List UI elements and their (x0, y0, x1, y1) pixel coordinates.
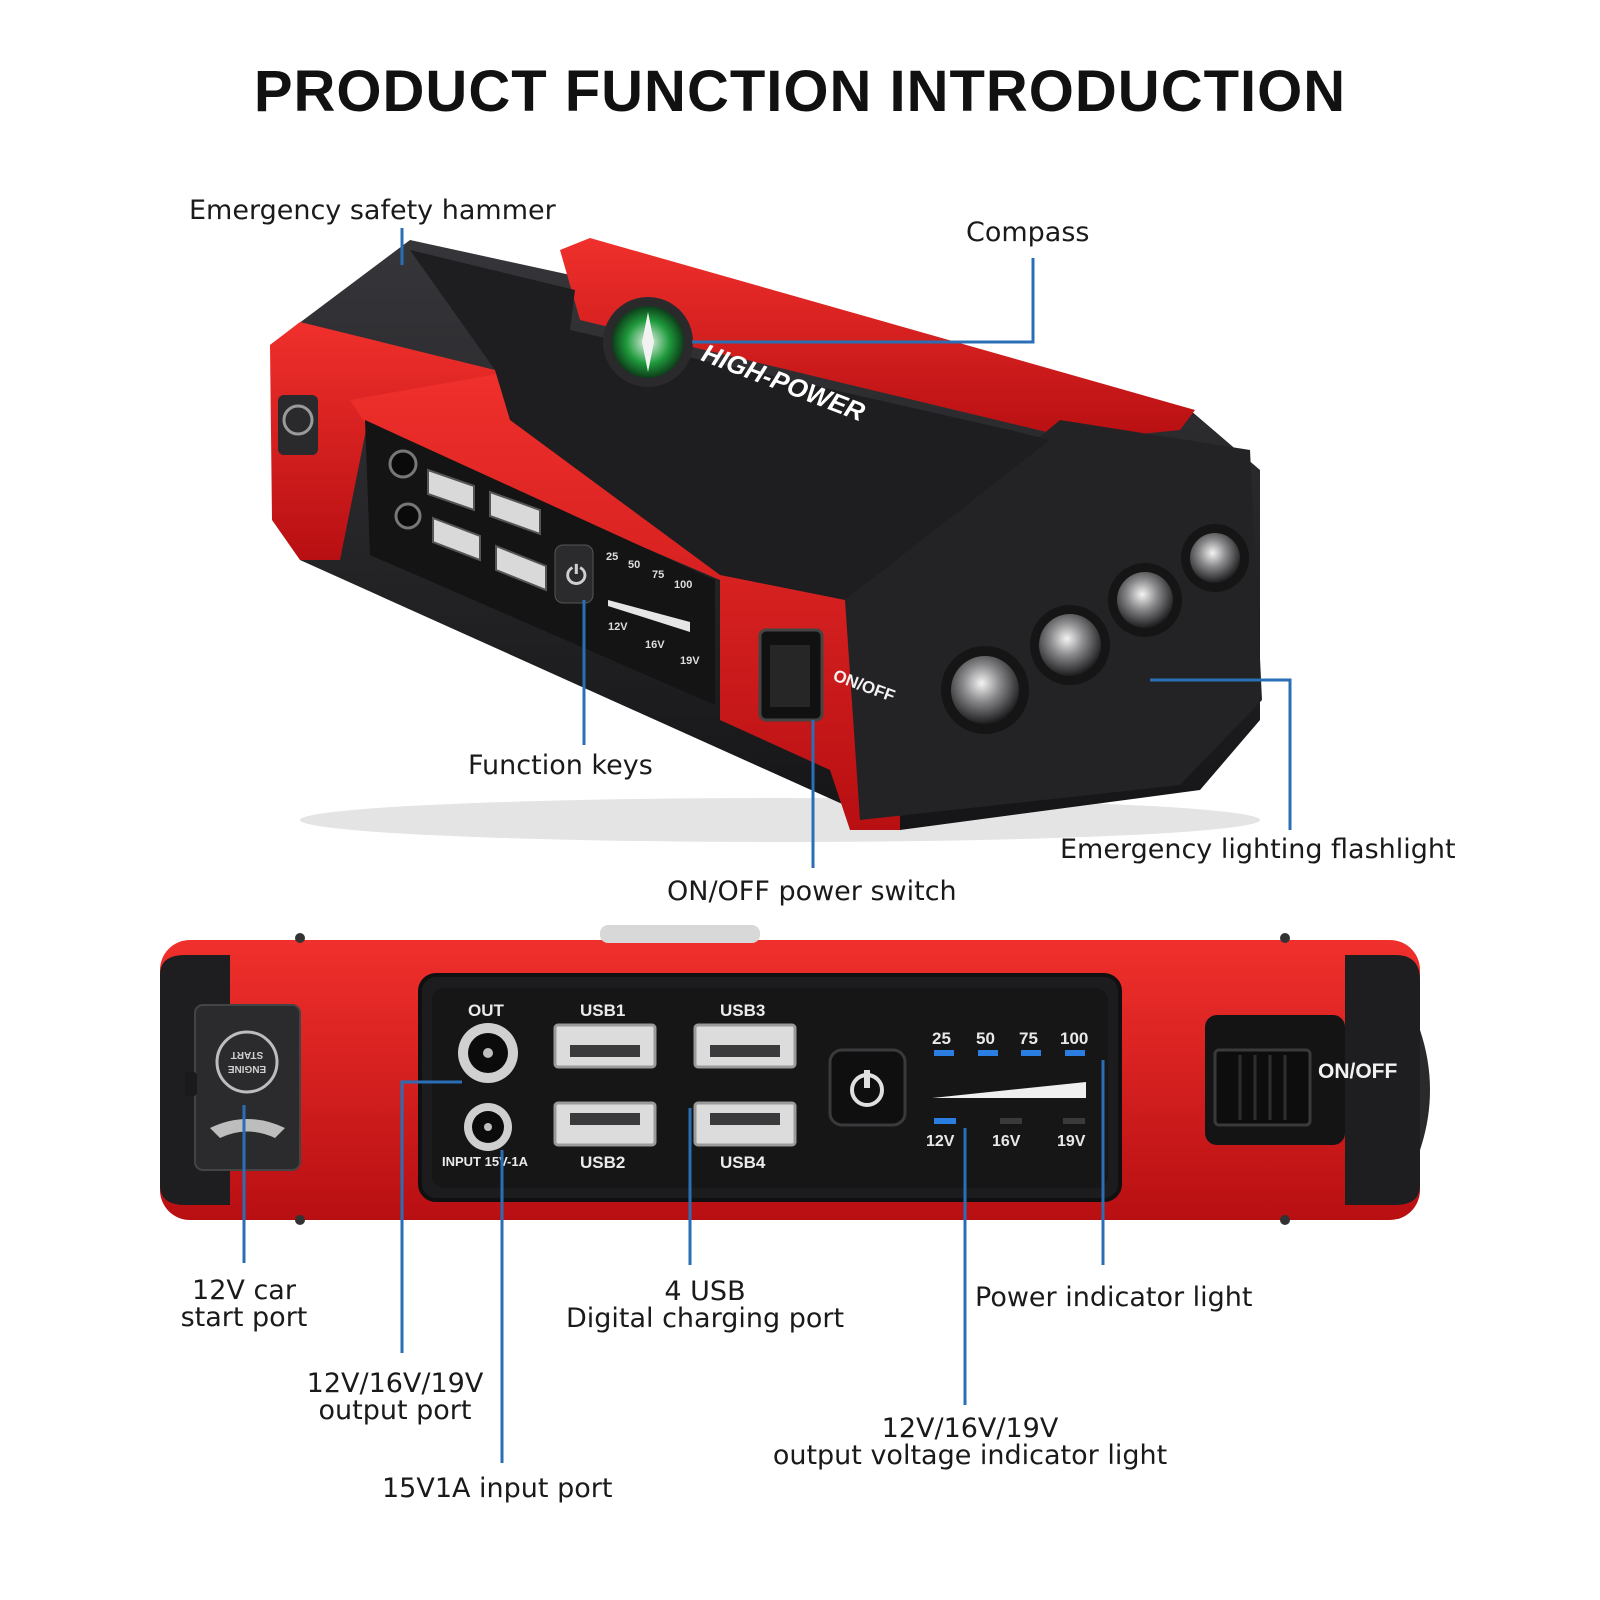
callout-input-port: 15V1A input port (382, 1473, 613, 1504)
flashlight-lens-icon (1039, 614, 1101, 676)
onoff-label-front: ON/OFF (1318, 1060, 1397, 1083)
svg-text:25: 25 (932, 1029, 951, 1048)
power-button-top[interactable] (554, 544, 594, 604)
device-top-view: HIGH-POWER ⏻ 25 50 75 100 12V 16V 19V (270, 238, 1262, 842)
svg-text:12V: 12V (608, 621, 628, 633)
usb2-port-top (432, 516, 481, 562)
flashlight-lens-icon (1190, 533, 1240, 583)
battery-levels-top: 25 50 75 100 (606, 551, 692, 591)
out-port-top (388, 449, 418, 479)
svg-text:START: START (231, 1049, 264, 1060)
svg-text:19V: 19V (680, 655, 700, 667)
usb1-port-top (427, 468, 475, 512)
svg-text:100: 100 (674, 579, 692, 591)
voltage-labels-top: 12V 16V 19V (608, 621, 700, 667)
voltage-indicator: 12V 16V 19V (926, 1118, 1086, 1150)
svg-text:25: 25 (606, 551, 618, 563)
svg-text:100: 100 (1060, 1029, 1088, 1048)
svg-text:12V: 12V (926, 1133, 955, 1150)
flashlight-lenses (941, 524, 1249, 734)
usb-ports: USB1 USB3 USB2 USB4 (553, 1001, 797, 1172)
svg-text:16V: 16V (992, 1133, 1021, 1150)
svg-text:19V: 19V (1057, 1133, 1086, 1150)
page-title: PRODUCT FUNCTION INTRODUCTION (253, 59, 1347, 124)
usb3-label: USB3 (720, 1001, 765, 1020)
device-front-view: ON/OFF ENGINE START OUT INPUT 15V-1A USB… (160, 925, 1430, 1225)
svg-text:50: 50 (628, 559, 640, 571)
engine-start-icon (215, 1030, 279, 1094)
onoff-switch-front[interactable] (1213, 1048, 1312, 1127)
svg-text:75: 75 (652, 569, 664, 581)
callout-function-keys: Function keys (468, 750, 653, 781)
callout-power-indicator: Power indicator light (975, 1282, 1253, 1313)
callout-flashlight: Emergency lighting flashlight (1060, 834, 1456, 865)
battery-level-indicator: 25 50 75 100 (932, 1029, 1088, 1098)
usb1-label: USB1 (580, 1001, 625, 1020)
leader-lines (242, 228, 1292, 1463)
callout-onoff-switch: ON/OFF power switch (667, 876, 957, 907)
engine-start-label: ENGINE (228, 1063, 267, 1074)
flashlight-lens-icon (1117, 572, 1173, 628)
svg-text:16V: 16V (645, 639, 665, 651)
out-label-front: OUT (468, 1001, 505, 1020)
usb4-label: USB4 (720, 1153, 766, 1172)
callout-compass: Compass (966, 217, 1090, 248)
svg-text:50: 50 (976, 1029, 995, 1048)
input-port-top (394, 502, 422, 530)
usb4-port-top (495, 544, 547, 592)
svg-text:75: 75 (1019, 1029, 1038, 1048)
power-symbol-top: ⏻ (566, 560, 587, 590)
callout-hammer: Emergency safety hammer (189, 195, 556, 226)
engine-start-icon-top (282, 404, 314, 436)
flashlight-lens-icon (951, 656, 1019, 724)
usb2-label: USB2 (580, 1153, 625, 1172)
car-icon (210, 1119, 285, 1138)
usb3-port-top (489, 490, 541, 536)
input-label-front: INPUT 15V-1A (442, 1154, 529, 1169)
